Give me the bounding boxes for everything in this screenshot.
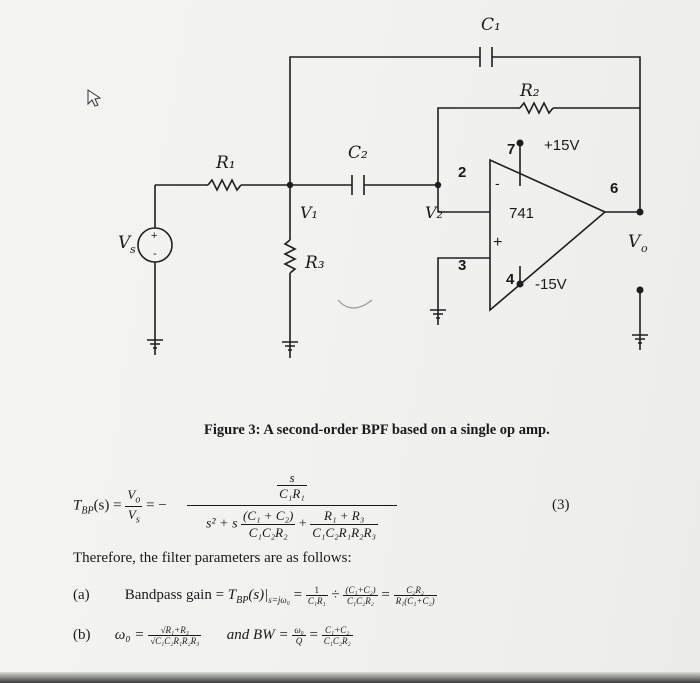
wire-r2 — [437, 107, 520, 185]
resistor-r3 — [283, 239, 297, 274]
label-opamp: 741 — [509, 205, 534, 222]
figure-caption: Figure 3: A second-order BPF based on a … — [204, 422, 550, 438]
label-r1: R₁ — [215, 153, 236, 173]
label-vo-sub: o — [641, 242, 648, 255]
label-v2: V₂ — [425, 203, 443, 222]
mouse-cursor-icon — [87, 89, 102, 107]
label-pin3: 3 — [458, 257, 466, 274]
label-c2: C₂ — [348, 143, 368, 163]
label-pin4: 4 — [506, 271, 515, 288]
label-source-plus: + — [151, 230, 157, 242]
label-c1: C₁ — [481, 15, 501, 35]
resistor-r1 — [207, 178, 242, 192]
node-v2 — [434, 181, 442, 189]
photo-bottom-edge — [0, 672, 700, 683]
label-noninverting: + — [493, 234, 502, 251]
pencil-mark — [337, 299, 373, 309]
ground-output — [632, 334, 648, 350]
item-b: (b) ω₀ = √R₁+R₃ √C₁C₂R₁R₂R₃ and BW = ω₀ … — [73, 625, 353, 646]
opamp-741-body — [489, 158, 607, 312]
equation-number: (3) — [552, 497, 570, 513]
label-vminus: -15V — [535, 276, 567, 293]
node-v1 — [286, 181, 294, 189]
label-pin7: 7 — [507, 141, 515, 158]
equation-main-fraction: s C₁R₁ s² + s (C₁ + C₂) C₁C₂R₂ + R₁ + R₃… — [187, 470, 397, 541]
node-output — [636, 208, 644, 216]
ground-noninv — [430, 309, 446, 325]
ground-source — [147, 339, 163, 355]
label-inverting: - — [495, 175, 500, 191]
label-source-minus: - — [153, 248, 157, 260]
capacitor-c2 — [351, 175, 365, 195]
wire-noninverting-input — [437, 257, 490, 310]
label-r2: R₂ — [519, 81, 540, 101]
label-vo: V — [628, 232, 642, 252]
label-pin2: 2 — [458, 164, 466, 181]
equation-tbp: TBP(s) = Vo Vs = − — [73, 487, 167, 526]
item-a: (a) Bandpass gain = TBP(s)|s=jω₀ = 1 C₁R… — [73, 585, 437, 606]
item-b-label: (b) — [73, 626, 91, 643]
wire-c1-right — [492, 56, 641, 212]
item-a-label: (a) — [73, 586, 90, 603]
wire-top-feedback — [289, 56, 480, 185]
label-vs: V — [118, 233, 132, 253]
label-pin6: 6 — [610, 180, 618, 197]
terminal-vo-bottom — [636, 286, 644, 294]
label-vplus: +15V — [544, 137, 579, 154]
label-vs-sub: s — [130, 243, 136, 256]
terminal-pin7 — [516, 139, 524, 147]
label-r3: R₃ — [304, 253, 325, 273]
resistor-r2 — [519, 101, 554, 115]
ground-r3 — [282, 341, 298, 358]
label-v1: V₁ — [300, 203, 318, 222]
therefore-text: Therefore, the filter parameters are as … — [73, 550, 352, 566]
terminal-pin4 — [516, 280, 524, 288]
voltage-source — [137, 227, 173, 263]
capacitor-c1 — [479, 47, 493, 67]
